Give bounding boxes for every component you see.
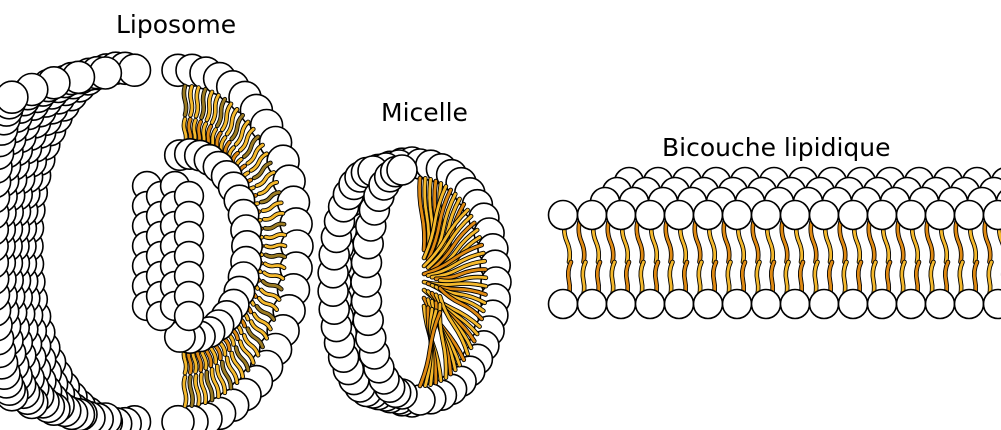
lipid-head [955, 201, 984, 230]
lipid-tail [811, 222, 817, 262]
micelle-label: Micelle [381, 100, 468, 125]
lipid-tail [927, 222, 933, 262]
lipid-head [723, 290, 752, 319]
lipid-head [119, 54, 151, 86]
lipid-head [897, 290, 926, 319]
lipid-tail [869, 222, 875, 262]
lipid-tail [207, 92, 212, 120]
lipid-bilayer-figure [549, 168, 1001, 319]
lipid-tail [202, 89, 206, 117]
lipid-tail [637, 222, 643, 262]
lipid-head [897, 201, 926, 230]
lipid-head [578, 201, 607, 230]
lipid-tail [261, 290, 279, 300]
lipid-head [665, 201, 694, 230]
micelle-figure [318, 147, 511, 417]
lipid-head [926, 290, 955, 319]
lipid-head [607, 201, 636, 230]
lipid-head [752, 201, 781, 230]
lipid-head [781, 290, 810, 319]
lipid-tail [265, 264, 284, 268]
lipid-head [926, 201, 955, 230]
lipid-tail [695, 222, 701, 262]
lipid-head [810, 201, 839, 230]
lipid-tail [782, 222, 788, 262]
lipid-tail [608, 222, 614, 262]
lipid-tail [666, 222, 672, 262]
lipid-head [694, 201, 723, 230]
lipid-head [839, 201, 868, 230]
lipid-tail [184, 86, 186, 115]
lipid-bilayer-label: Bicouche lipidique [662, 135, 891, 160]
lipid-head [578, 290, 607, 319]
lipid-tail [956, 222, 962, 262]
lipid-head [868, 290, 897, 319]
lipid-tail [195, 376, 199, 405]
lipid-tail [184, 377, 186, 406]
lipid-tail [190, 377, 193, 406]
lipid-tail [259, 298, 276, 310]
lipid-tail [579, 222, 585, 262]
lipid-tail [724, 222, 730, 262]
lipid-head [636, 201, 665, 230]
lipid-head [665, 290, 694, 319]
lipid-head [549, 290, 578, 319]
lipid-tail [840, 222, 846, 262]
lipid-tail [898, 222, 904, 262]
lipid-head [839, 290, 868, 319]
lipid-tail [190, 86, 192, 115]
lipid-head [868, 201, 897, 230]
lipid-head [162, 406, 194, 430]
lipid-tail [264, 213, 283, 219]
lipid-head [387, 155, 417, 185]
lipid-head [607, 290, 636, 319]
lipid-head [781, 201, 810, 230]
lipid-tail [266, 255, 285, 257]
lipid-head [0, 81, 28, 113]
lipid-head [175, 302, 204, 331]
lipid-tail [196, 88, 199, 117]
lipid-head [636, 290, 665, 319]
lipid-head [549, 201, 578, 230]
lipid-head [723, 201, 752, 230]
lipid-head [955, 290, 984, 319]
lipid-tail [266, 245, 285, 247]
lipid-tail [985, 222, 991, 262]
lipid-head [984, 290, 1001, 319]
lipid-head [694, 290, 723, 319]
liposome-figure [0, 52, 313, 430]
lipid-tail [212, 95, 218, 122]
lipid-head [810, 290, 839, 319]
lipid-tail [753, 222, 759, 262]
liposome-label: Liposome [116, 12, 236, 37]
lipid-head [752, 290, 781, 319]
lipid-tail [264, 273, 283, 279]
lipid-tail [266, 234, 285, 237]
